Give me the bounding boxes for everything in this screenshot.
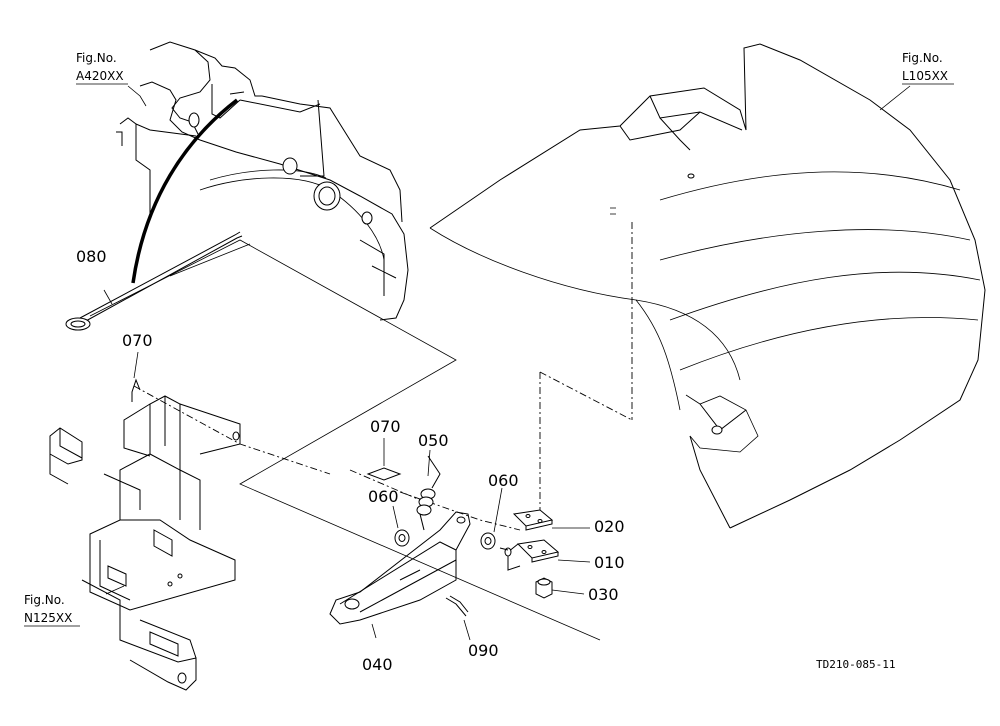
fig-ref-l105xx-line1: Fig.No. xyxy=(902,51,943,65)
part-label-050: 050 xyxy=(418,431,449,450)
fig-ref-a420xx: Fig.No. A420XX xyxy=(76,51,128,85)
hinge-bracket-010 xyxy=(499,539,560,571)
part-label-080: 080 xyxy=(76,247,107,266)
fig-ref-a420xx-line2: A420XX xyxy=(76,69,124,83)
part-label-060-left: 060 xyxy=(368,487,399,506)
nut-030 xyxy=(535,577,553,599)
spring-050 xyxy=(416,455,441,531)
cotter-pin-090 xyxy=(445,595,469,617)
fig-ref-n125xx-line2: N125XX xyxy=(24,611,72,625)
fender-panel-assembly xyxy=(116,41,409,321)
washers-060 xyxy=(394,529,496,550)
fig-ref-n125xx: Fig.No. N125XX xyxy=(24,593,80,627)
centre-lines xyxy=(133,371,633,531)
arm-040 xyxy=(329,511,471,625)
part-label-070-left: 070 xyxy=(122,331,153,350)
part-label-090: 090 xyxy=(468,641,499,660)
bonnet-hood xyxy=(429,43,986,529)
part-label-010: 010 xyxy=(594,553,625,572)
fig-ref-l105xx-line2: L105XX xyxy=(902,69,948,83)
fig-ref-a420xx-line1: Fig.No. xyxy=(76,51,117,65)
part-label-020: 020 xyxy=(594,517,625,536)
part-label-030: 030 xyxy=(588,585,619,604)
assembly-plane xyxy=(89,239,601,641)
part-label-070-centre: 070 xyxy=(370,417,401,436)
bracket-assembly xyxy=(49,378,241,691)
part-label-060-right: 060 xyxy=(488,471,519,490)
pin-070 xyxy=(366,467,402,481)
fig-ref-l105xx: Fig.No. L105XX xyxy=(902,51,954,85)
drawing-code: TD210-085-11 xyxy=(816,658,895,671)
leader-lines xyxy=(103,85,911,641)
fig-ref-n125xx-line1: Fig.No. xyxy=(24,593,65,607)
cable-080 xyxy=(65,98,243,331)
hinge-plate-020 xyxy=(512,509,554,531)
part-label-040: 040 xyxy=(362,655,393,674)
